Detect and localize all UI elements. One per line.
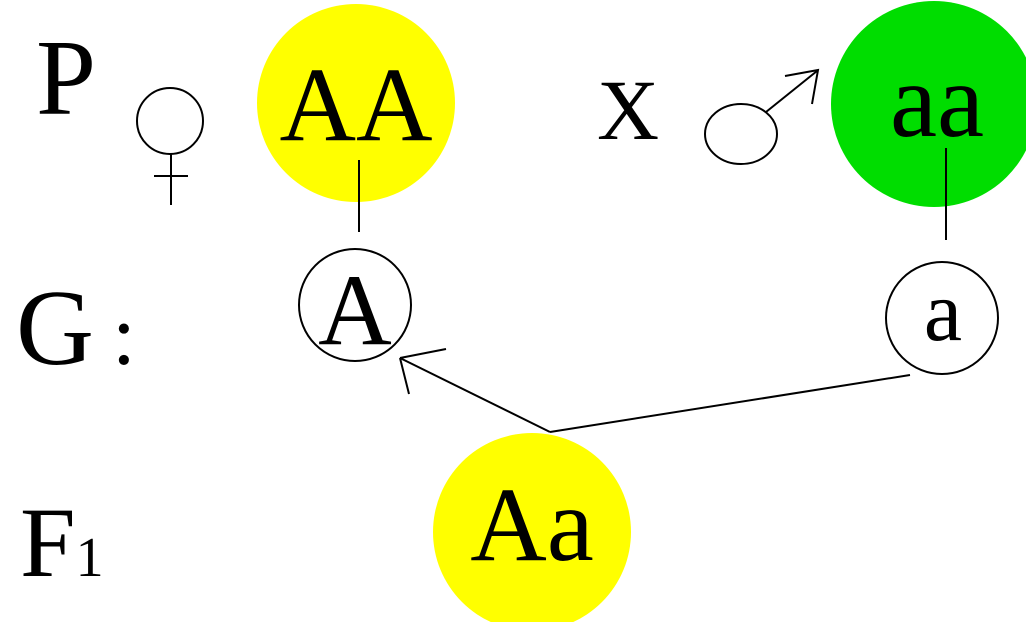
parents-row-label: P bbox=[36, 19, 96, 138]
female-parent-genotype: AA bbox=[279, 46, 432, 163]
female-parent-circle bbox=[257, 4, 455, 202]
male-gamete-allele: a bbox=[924, 263, 962, 359]
offspring-circle bbox=[433, 433, 631, 622]
cross-symbol: X bbox=[597, 62, 659, 158]
female-gamete-circle bbox=[298, 248, 412, 362]
female-gamete-allele: A bbox=[318, 254, 392, 367]
f1-row-letter: F bbox=[20, 487, 76, 598]
f1-row-label: F1 bbox=[20, 487, 104, 598]
gametes-row-label: G bbox=[16, 269, 94, 388]
fertilization-arrow bbox=[399, 348, 911, 433]
male-parent-genotype: aa bbox=[890, 42, 984, 159]
male-parent-circle bbox=[831, 1, 1026, 207]
male-gamete-circle bbox=[885, 261, 999, 375]
male-sign-icon bbox=[704, 68, 820, 165]
f1-row-subscript: 1 bbox=[76, 527, 104, 589]
offspring-genotype: Aa bbox=[470, 466, 594, 583]
female-sign-icon bbox=[136, 87, 204, 205]
gametes-row-colon: : bbox=[112, 287, 136, 383]
